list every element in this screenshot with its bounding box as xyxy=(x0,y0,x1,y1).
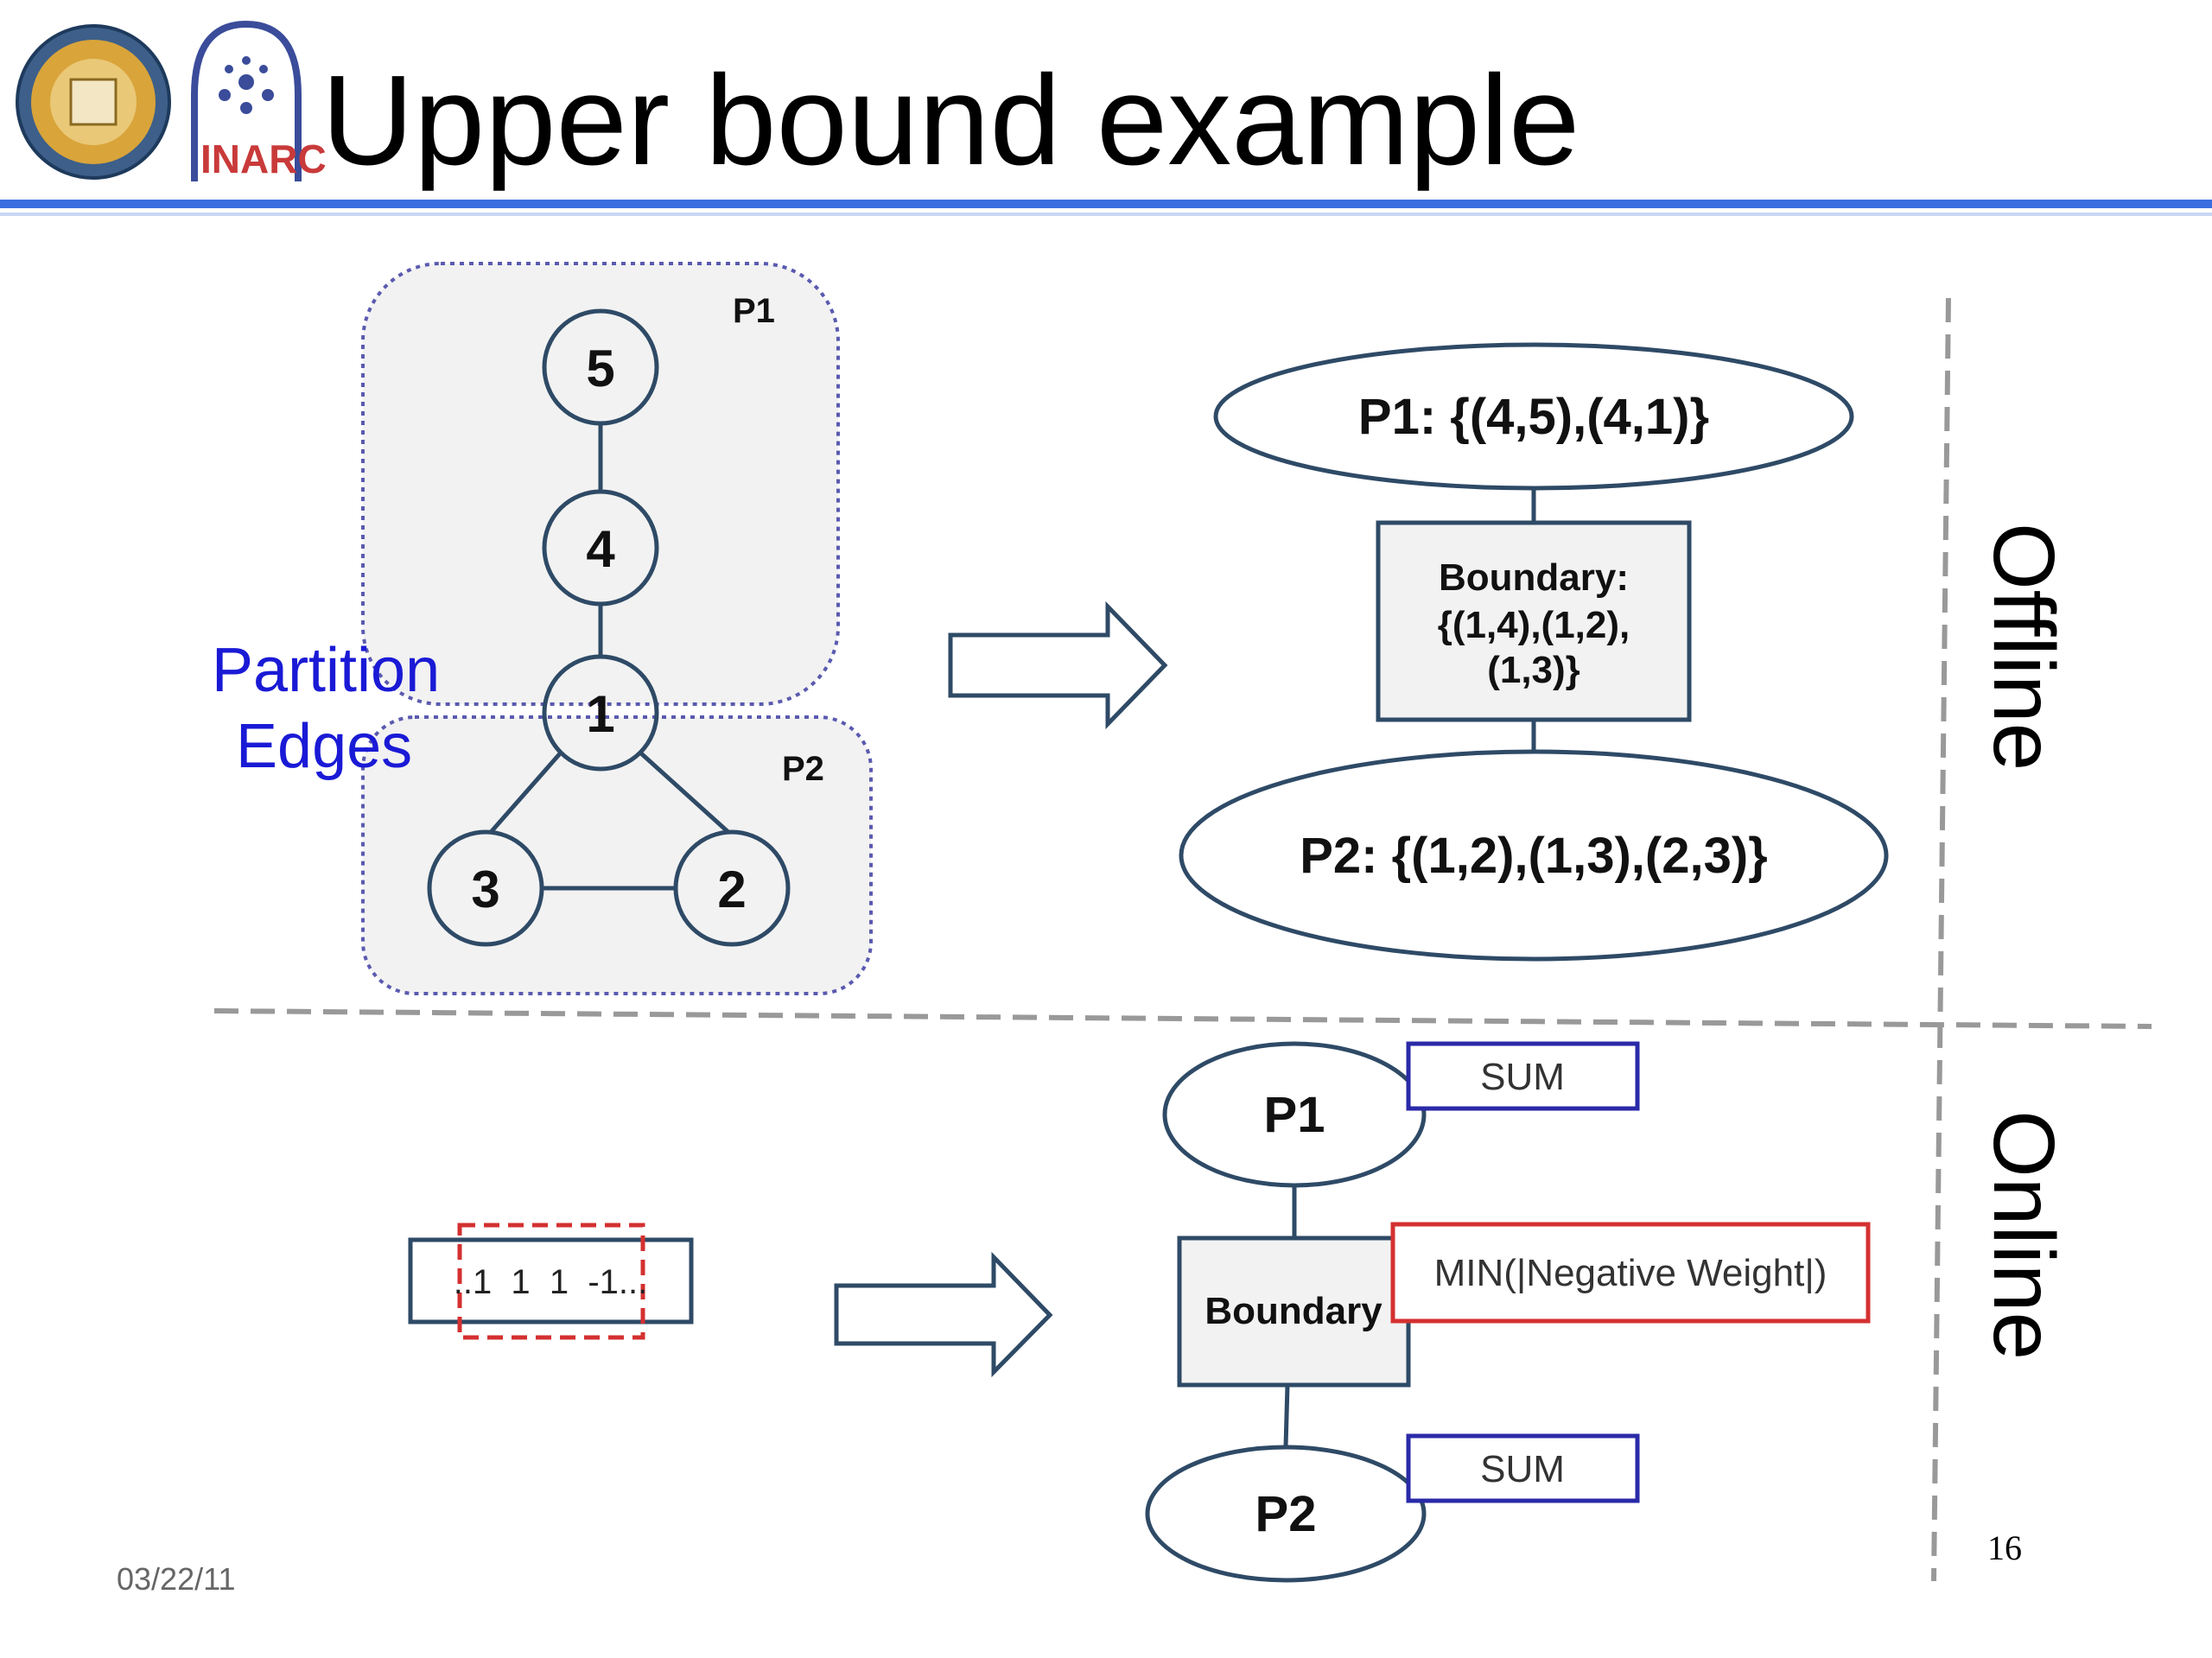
node-3-label: 3 xyxy=(471,861,499,918)
section-divider-horizontal xyxy=(213,1008,2152,1029)
inarc-logo-text: INARC xyxy=(200,137,327,181)
graph-node-4: 4 xyxy=(542,489,659,607)
online-p1-agg-box: SUM xyxy=(1406,1041,1640,1111)
online-p2-ellipse: P2 xyxy=(1145,1445,1427,1583)
node-2-label: 2 xyxy=(717,861,746,918)
p1-edges-ellipse: P1: {(4,5),(4,1)} xyxy=(1213,342,1854,491)
weight-sequence-text: ..1 1 1 -1... xyxy=(454,1263,648,1301)
offline-section-label: Offline xyxy=(1975,523,2072,771)
online-p2-label: P2 xyxy=(1255,1486,1317,1542)
online-section-label: Online xyxy=(1975,1110,2072,1360)
online-arrow-icon xyxy=(834,1251,1053,1378)
partition-p2-label: P2 xyxy=(782,750,824,788)
online-p1-ellipse: P1 xyxy=(1162,1041,1427,1188)
graph-node-1: 1 xyxy=(542,654,659,772)
boundary-edges-line1: Boundary: xyxy=(1439,556,1629,599)
online-p1-agg-text: SUM xyxy=(1480,1056,1565,1098)
sliding-window-marker xyxy=(457,1223,645,1340)
boundary-edges-line3: (1,3)} xyxy=(1487,649,1580,691)
partition-edges-label-line2: Edges xyxy=(236,712,412,781)
online-boundary-box: Boundary xyxy=(1177,1236,1411,1388)
online-boundary-agg-text: MIN(|Negative Weight|) xyxy=(1434,1252,1827,1294)
weight-sequence-box: ..1 1 1 -1... xyxy=(408,1223,694,1340)
graph-node-2: 2 xyxy=(673,829,791,947)
p2-edges-ellipse: P2: {(1,2),(1,3),(2,3)} xyxy=(1179,749,1889,962)
slide-title: Upper bound example xyxy=(321,49,1580,192)
offline-arrow-icon xyxy=(948,600,1168,730)
node-4-label: 4 xyxy=(586,520,615,578)
online-boundary-agg-box: MIN(|Negative Weight|) xyxy=(1390,1222,1871,1324)
p2-edges-text: P2: {(1,2),(1,3),(2,3)} xyxy=(1300,828,1768,884)
slide-date: 03/22/11 xyxy=(117,1561,235,1597)
boundary-edges-box: Boundary: {(1,4),(1,2), (1,3)} xyxy=(1376,520,1692,722)
inarc-logo-icon: INARC xyxy=(191,20,327,181)
edge-1-2 xyxy=(639,752,732,835)
connector-online-boundary-p2 xyxy=(1283,1384,1290,1448)
university-seal-icon xyxy=(16,24,171,180)
online-p2-agg-box: SUM xyxy=(1406,1433,1640,1503)
edge-1-3 xyxy=(484,750,563,840)
boundary-edges-line2: {(1,4),(1,2), xyxy=(1438,604,1630,646)
partition-edges-label-line1: Partition xyxy=(212,636,440,705)
page-number: 16 xyxy=(1987,1528,2022,1567)
graph-edges xyxy=(484,423,732,891)
online-p2-agg-text: SUM xyxy=(1480,1448,1565,1490)
node-5-label: 5 xyxy=(586,340,614,397)
partition-p1-label: P1 xyxy=(733,292,775,330)
online-p1-label: P1 xyxy=(1264,1087,1325,1143)
node-1-label: 1 xyxy=(586,685,614,743)
section-divider-vertical xyxy=(1931,297,1951,1582)
p1-edges-text: P1: {(4,5),(4,1)} xyxy=(1358,389,1709,445)
graph-node-5: 5 xyxy=(542,308,659,426)
graph-node-3: 3 xyxy=(427,829,544,947)
online-boundary-label: Boundary xyxy=(1205,1290,1382,1332)
